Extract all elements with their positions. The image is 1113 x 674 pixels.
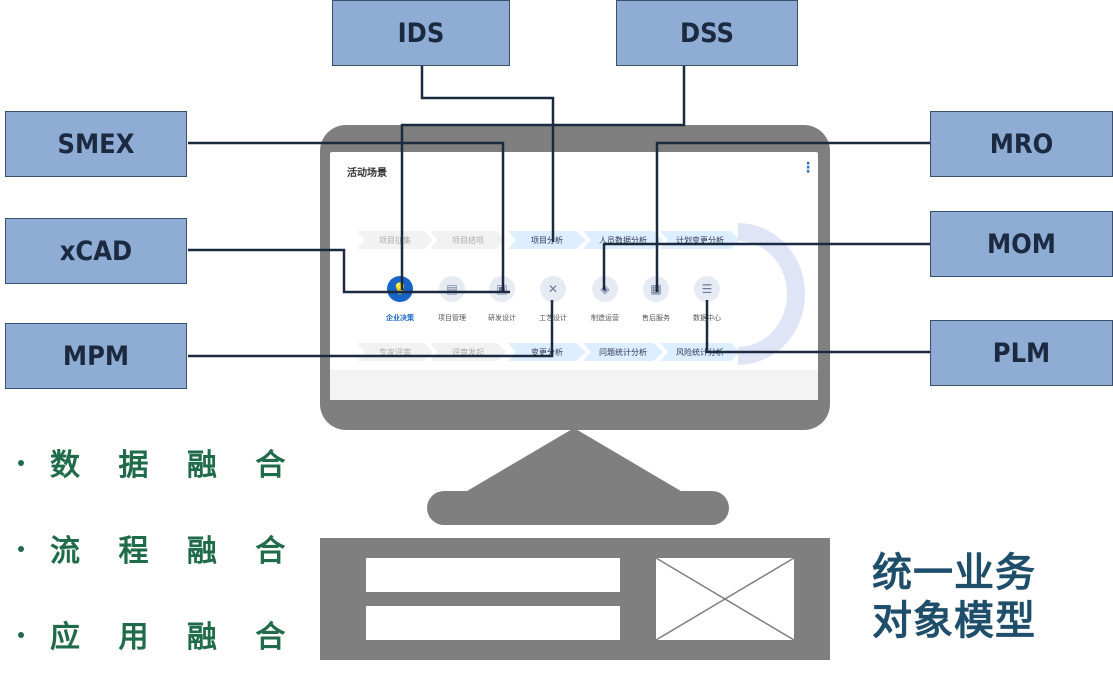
icon-label-1: 企业决策 xyxy=(386,314,414,322)
legend-label: 数 据 融 合 xyxy=(50,448,300,483)
bullet-icon xyxy=(18,545,24,552)
smex-box: SMEX xyxy=(5,111,187,177)
step-bottom-5[interactable]: 风险统计分析 xyxy=(660,343,740,361)
icon-label-2: 项目管理 xyxy=(438,314,466,322)
legend-data-fusion: 数 据 融 合 xyxy=(18,440,299,484)
step-top-1[interactable]: 项目征集 xyxy=(357,231,433,249)
list-icon[interactable]: ☰ xyxy=(694,276,720,302)
step-top-3[interactable]: 项目分析 xyxy=(508,231,586,249)
screen-footer xyxy=(330,370,818,400)
legend-process-fusion: 流 程 融 合 xyxy=(18,526,299,570)
mom-box: MOM xyxy=(930,211,1113,277)
ids-box: IDS xyxy=(332,0,510,66)
legend-label: 流 程 融 合 xyxy=(50,534,300,569)
xcad-box: xCAD xyxy=(5,218,187,284)
step-bottom-4[interactable]: 问题统计分析 xyxy=(583,343,663,361)
icon-label-3: 研发设计 xyxy=(488,314,516,322)
bullet-icon xyxy=(18,459,24,466)
drive-slot-1 xyxy=(366,558,620,592)
mro-box: MRO xyxy=(930,111,1113,177)
dss-box: DSS xyxy=(616,0,798,66)
mpm-box: MPM xyxy=(5,323,187,389)
screen-title: 活动场景 xyxy=(347,168,387,179)
icon-label-5: 制造运营 xyxy=(591,314,619,322)
tray-icon[interactable]: ▤ xyxy=(439,276,465,302)
icon-label-6: 售后服务 xyxy=(642,314,670,322)
legend-label: 应 用 融 合 xyxy=(50,620,300,655)
title-line-2: 对象模型 xyxy=(872,598,1036,644)
tools-icon[interactable]: ✕ xyxy=(540,276,566,302)
title-line-1: 统一业务 xyxy=(872,550,1036,596)
bullet-icon xyxy=(18,631,24,638)
more-menu-icon[interactable]: ⋮ xyxy=(801,160,815,176)
legend-application-fusion: 应 用 融 合 xyxy=(18,612,299,656)
plm-box: PLM xyxy=(930,320,1113,386)
monitor-neck xyxy=(462,428,686,494)
monitor-base xyxy=(427,491,729,525)
drive-slot-2 xyxy=(366,606,620,640)
step-top-2[interactable]: 项目结项 xyxy=(430,231,506,249)
